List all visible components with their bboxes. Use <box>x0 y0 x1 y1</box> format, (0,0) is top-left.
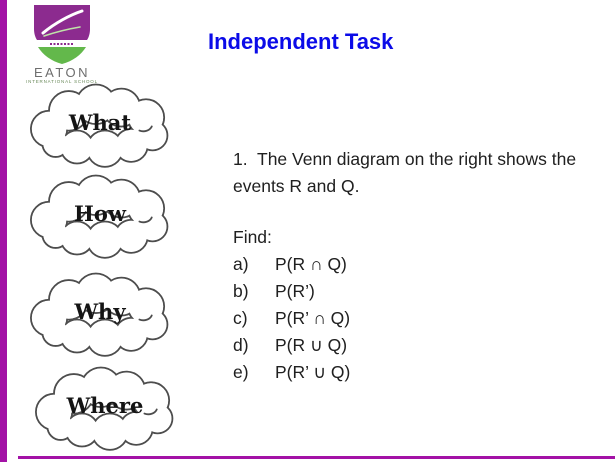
item-expression: P(R’) <box>275 281 315 301</box>
cloud-why: Why <box>8 267 192 359</box>
problem-intro: 1. The Venn diagram on the right shows t… <box>233 146 576 200</box>
problem-item-e: e) P(R’ ∪ Q) <box>233 359 350 386</box>
item-expression: P(R’ ∪ Q) <box>275 362 351 382</box>
cloud-label: How <box>74 200 126 226</box>
intro-line2: events R and Q. <box>233 176 360 196</box>
school-logo: EATON INTERNATIONAL SCHOOL <box>24 3 100 85</box>
cloud-label: What <box>68 109 132 135</box>
item-expression: P(R ∪ Q) <box>275 335 348 355</box>
problem-item-a: a) P(R ∩ Q) <box>233 251 350 278</box>
problem-item-b: b) P(R’) <box>233 278 350 305</box>
problem-items: a) P(R ∩ Q) b) P(R’) c) P(R’ ∩ Q) d) P(R… <box>233 251 350 386</box>
intro-line1: 1. The Venn diagram on the right shows t… <box>233 149 577 169</box>
find-label: Find: <box>233 227 272 247</box>
bottom-accent-line <box>18 456 615 459</box>
problem-item-d: d) P(R ∪ Q) <box>233 332 350 359</box>
item-label: b) <box>233 281 249 301</box>
item-label: a) <box>233 254 249 274</box>
item-label: d) <box>233 335 249 355</box>
item-label: c) <box>233 308 248 328</box>
cloud-label: Why <box>74 298 126 324</box>
item-label: e) <box>233 362 249 382</box>
problem-item-c: c) P(R’ ∩ Q) <box>233 305 350 332</box>
page-title: Independent Task <box>208 29 394 54</box>
item-expression: P(R’ ∩ Q) <box>275 308 351 328</box>
cloud-where: Where <box>8 361 202 453</box>
cloud-how: How <box>8 169 192 261</box>
cloud-label: Where <box>66 392 144 418</box>
cloud-what: What <box>8 78 192 170</box>
logo-name: EATON <box>33 65 91 80</box>
school-shield-icon <box>34 5 90 64</box>
logo-subtitle: INTERNATIONAL SCHOOL <box>26 79 98 84</box>
item-expression: P(R ∩ Q) <box>275 254 347 274</box>
left-accent-bar <box>0 0 7 462</box>
